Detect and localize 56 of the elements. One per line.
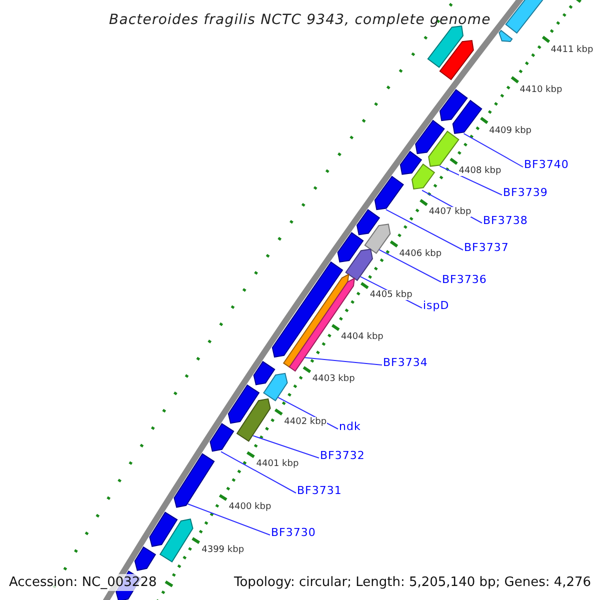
scale-label: 4409 kbp bbox=[489, 126, 532, 136]
gene-segment bbox=[374, 176, 404, 210]
gene-label: BF3739 bbox=[503, 186, 548, 198]
gene-segment bbox=[427, 26, 464, 68]
leader-line bbox=[385, 209, 464, 250]
scale-label: 4404 kbp bbox=[340, 332, 384, 342]
title: Bacteroides fragilis NCTC 9343, complete genome bbox=[109, 12, 491, 28]
scale-label: 4400 kbp bbox=[228, 502, 272, 512]
gene-label: BF3740 bbox=[524, 158, 569, 170]
gene-segment bbox=[263, 372, 288, 402]
gene-segment bbox=[439, 89, 468, 122]
gene-segment bbox=[253, 360, 276, 386]
gene-segment bbox=[428, 130, 460, 167]
scale-label: 4402 kbp bbox=[284, 416, 327, 427]
gene-segment bbox=[452, 100, 482, 134]
scale-label: 4406 kbp bbox=[399, 248, 442, 259]
scale-label: 4405 kbp bbox=[370, 290, 412, 300]
leader-line bbox=[187, 503, 270, 536]
gene-label: BF3737 bbox=[464, 240, 509, 254]
gene-segment bbox=[134, 546, 156, 571]
leader-line bbox=[252, 435, 320, 458]
leader-line bbox=[220, 451, 296, 494]
gene-segment bbox=[210, 423, 234, 452]
scale-label: 4408 kbp bbox=[458, 166, 502, 176]
scale-label: 4410 kbp bbox=[520, 84, 562, 95]
gene-segment bbox=[149, 512, 178, 547]
scale-label: 4401 kbp bbox=[256, 459, 299, 470]
gene-segment bbox=[356, 209, 380, 236]
gene-label: BF3732 bbox=[320, 448, 365, 462]
leader-line bbox=[378, 249, 442, 282]
leader-line bbox=[439, 166, 502, 196]
gene-segment bbox=[174, 453, 215, 508]
scale-label: 4411 kbp bbox=[550, 44, 594, 55]
scale-label: 4403 kbp bbox=[312, 374, 355, 384]
leader-line bbox=[304, 357, 382, 366]
gene-label: BF3736 bbox=[442, 272, 487, 286]
gene-segment bbox=[415, 120, 445, 154]
gene-segment bbox=[272, 261, 344, 358]
gene-label: ndk bbox=[339, 420, 361, 432]
gene-segment bbox=[345, 248, 374, 282]
gene-segment bbox=[439, 40, 474, 80]
scale-label: 4407 kbp bbox=[428, 207, 472, 218]
gene-segment bbox=[498, 30, 513, 42]
gene-segment bbox=[364, 224, 391, 254]
gene-label: ispD bbox=[423, 298, 450, 312]
gene-segment bbox=[337, 232, 364, 262]
gene-label: BF3738 bbox=[483, 214, 528, 226]
gene-label: BF3734 bbox=[383, 356, 428, 368]
scale-label: 4399 kbp bbox=[202, 545, 244, 556]
gene-segment bbox=[236, 398, 271, 442]
gene-label: BF3731 bbox=[297, 484, 342, 496]
gene-label: BF3730 bbox=[271, 526, 316, 538]
gene-segment bbox=[411, 164, 436, 190]
gene-segment bbox=[228, 384, 260, 424]
gene-segment bbox=[159, 518, 194, 562]
gene-segment bbox=[400, 150, 422, 175]
